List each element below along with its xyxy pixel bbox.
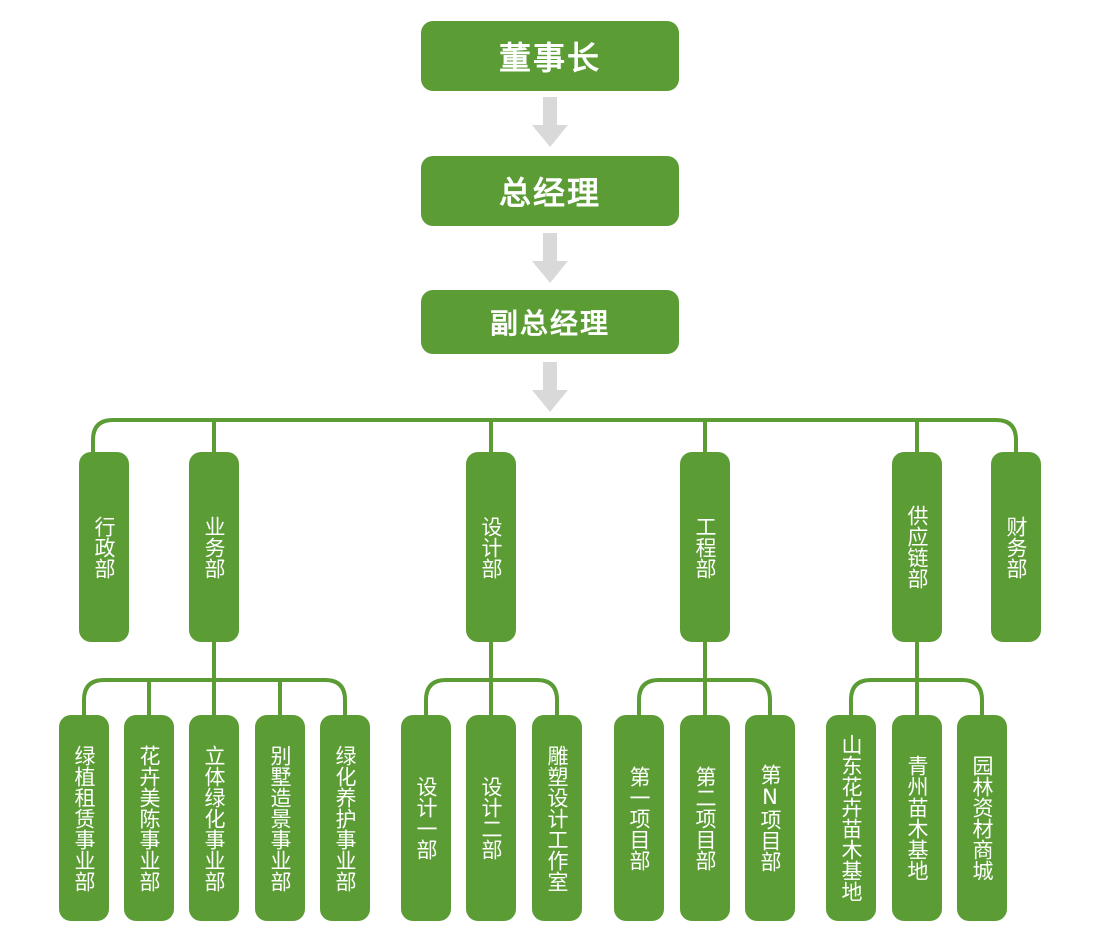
group-bus-line <box>637 678 772 718</box>
sub-unit-box: 设计二部 <box>466 715 516 921</box>
dept-box-admin: 行政部 <box>79 452 129 642</box>
dept-box-design: 设计部 <box>466 452 516 642</box>
sub-unit-box: 绿化养护事业部 <box>320 715 370 921</box>
dept-box-engineering: 工程部 <box>680 452 730 642</box>
sub-unit-box: 园林资材商城 <box>957 715 1007 921</box>
group-bus-line <box>82 678 347 718</box>
sub-unit-box: 青州苗木基地 <box>892 715 942 921</box>
group-bus-line <box>424 678 559 718</box>
general-manager-box: 总经理 <box>421 156 679 226</box>
sub-unit-box: 第N项目部 <box>745 715 795 921</box>
sub-unit-box: 立体绿化事业部 <box>189 715 239 921</box>
down-arrow-icon <box>532 97 568 147</box>
sub-unit-box: 第一项目部 <box>614 715 664 921</box>
sub-unit-box: 设计一部 <box>401 715 451 921</box>
sub-unit-box: 别墅造景事业部 <box>255 715 305 921</box>
dept-box-finance: 财务部 <box>991 452 1041 642</box>
down-arrow-icon <box>532 233 568 283</box>
sub-unit-box: 山东花卉苗木基地 <box>826 715 876 921</box>
deputy-general-manager-box: 副总经理 <box>421 290 679 354</box>
sub-unit-box: 绿植租赁事业部 <box>59 715 109 921</box>
sub-unit-box: 第二项目部 <box>680 715 730 921</box>
group-bus-line <box>849 678 984 718</box>
dept-box-supply-chain: 供应链部 <box>892 452 942 642</box>
sub-unit-box: 雕塑设计工作室 <box>532 715 582 921</box>
chairman-box: 董事长 <box>421 21 679 91</box>
down-arrow-icon <box>532 362 568 412</box>
dept-box-business: 业务部 <box>189 452 239 642</box>
dept-bus-line <box>91 418 1018 455</box>
sub-unit-box: 花卉美陈事业部 <box>124 715 174 921</box>
